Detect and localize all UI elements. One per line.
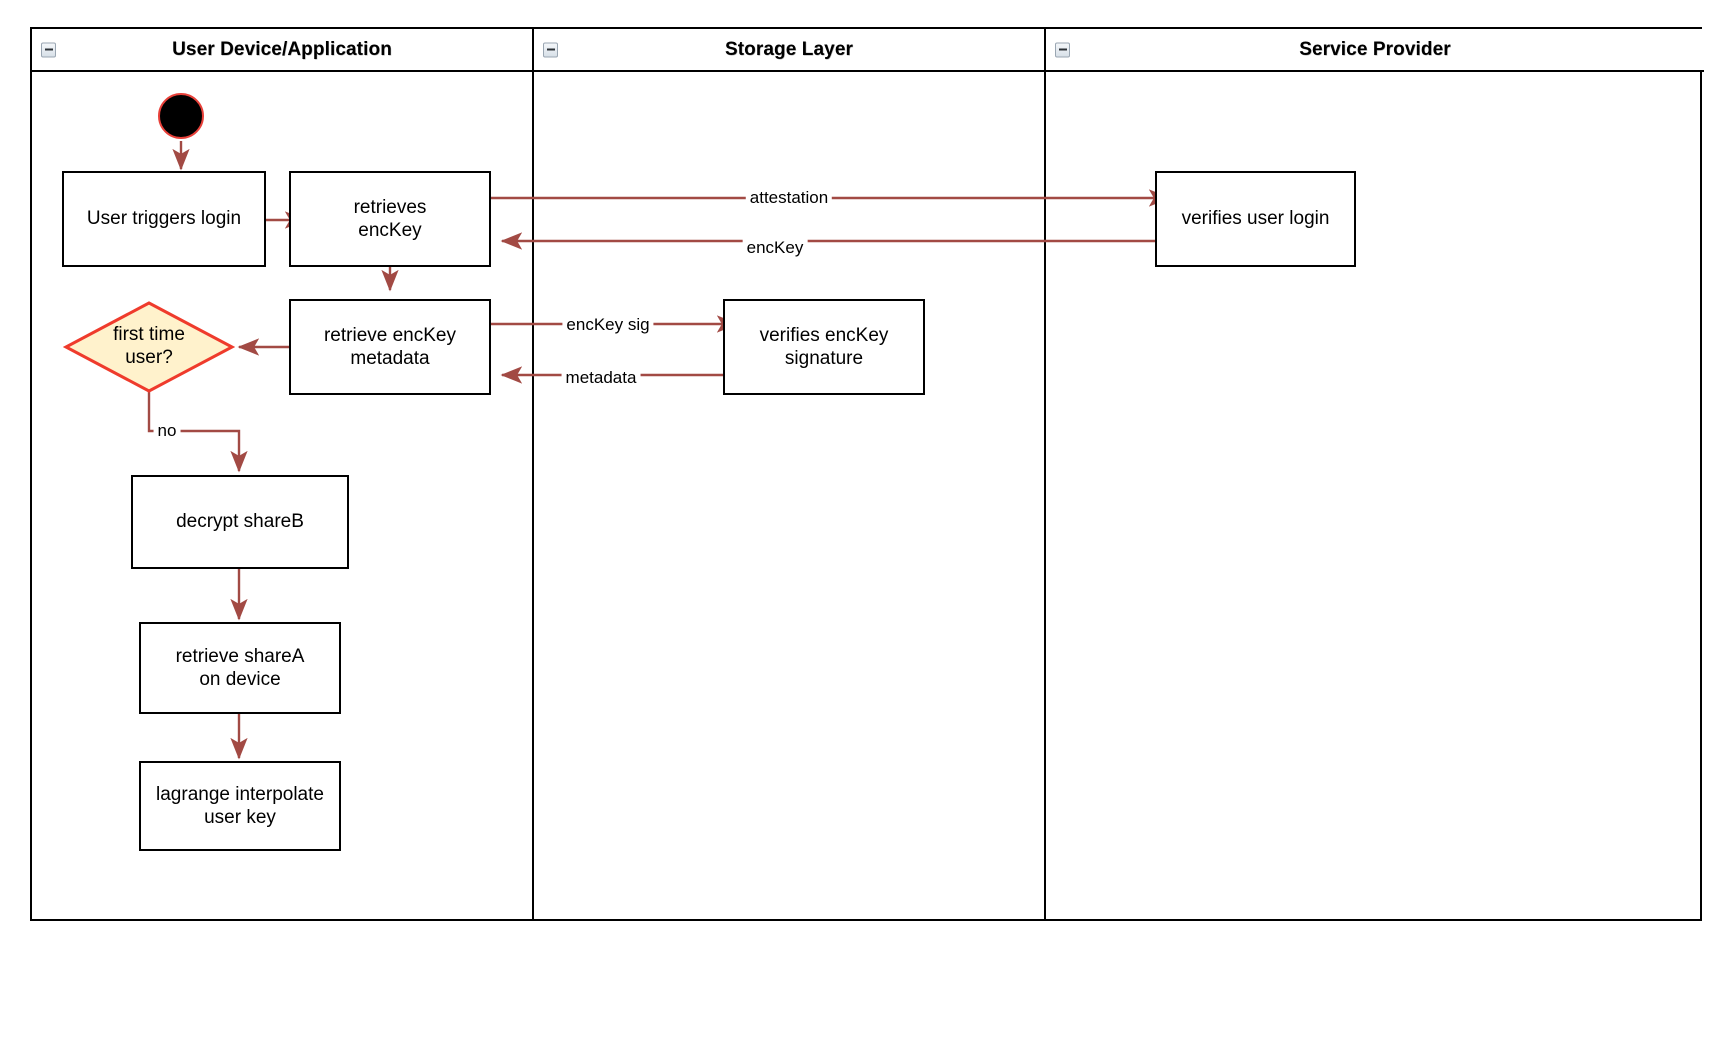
lane-storage-layer[interactable]: Storage Layer [532,29,1044,919]
node-verifies-enckey-signature[interactable]: verifies encKey signature [723,299,925,395]
lane-header-service-provider[interactable]: Service Provider [1046,29,1704,72]
lane-title-user-device: User Device/Application [172,38,392,60]
minus-square-icon[interactable] [1055,42,1070,57]
node-verifies-user-login[interactable]: verifies user login [1155,171,1356,267]
lane-user-device[interactable]: User Device/Application [32,29,532,919]
edge-label-metadata: metadata [561,368,641,388]
edge-label-enckey: encKey [742,238,808,258]
lane-header-storage-layer[interactable]: Storage Layer [534,29,1044,72]
minus-square-icon[interactable] [543,42,558,57]
lane-title-storage-layer: Storage Layer [724,38,854,60]
node-lagrange-interpolate-user-key[interactable]: lagrange interpolate user key [139,761,341,851]
lane-header-user-device[interactable]: User Device/Application [32,29,532,72]
lane-service-provider[interactable]: Service Provider [1044,29,1704,919]
decision-diamond-shape [63,301,235,393]
node-retrieves-enckey[interactable]: retrieves encKey [289,171,491,267]
start-node[interactable] [158,93,204,139]
node-user-triggers-login[interactable]: User triggers login [62,171,266,267]
node-retrieve-enckey-metadata[interactable]: retrieve encKey metadata [289,299,491,395]
minus-square-icon[interactable] [41,42,56,57]
node-retrieve-sharea-on-device[interactable]: retrieve shareA on device [139,622,341,714]
lane-title-service-provider: Service Provider [1299,38,1451,60]
edge-label-no: no [153,421,181,441]
node-first-time-user[interactable]: first time user? [63,300,235,394]
node-decrypt-shareb[interactable]: decrypt shareB [131,475,349,569]
edge-label-enckey-sig: encKey sig [562,315,654,335]
edge-label-attestation: attestation [745,188,833,208]
